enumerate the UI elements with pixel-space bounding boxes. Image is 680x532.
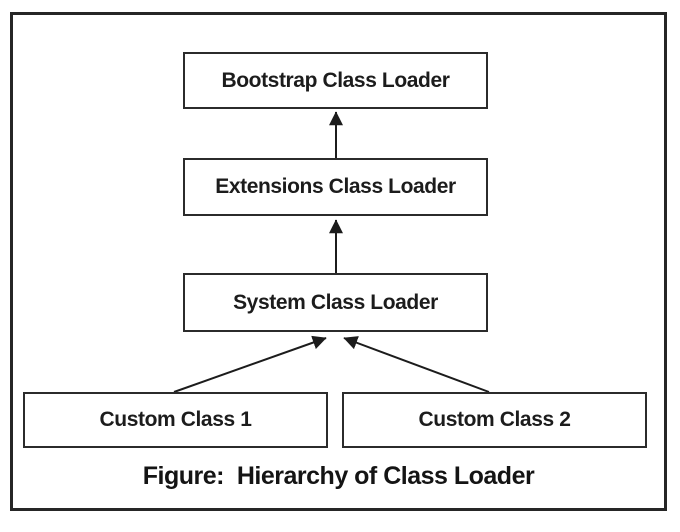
arrow-custom1-to-system — [173, 335, 327, 393]
node-label-custom2: Custom Class 2 — [418, 408, 571, 431]
node-label-system: System Class Loader — [233, 290, 438, 314]
arrow-custom2-to-system — [343, 336, 490, 393]
diagram-outer-border — [10, 12, 667, 511]
node-system-class-loader: System Class Loader — [183, 273, 488, 332]
node-label-bootstrap: Bootstrap Class Loader — [221, 68, 450, 92]
node-custom-class-2: Custom Class 2 — [342, 392, 647, 448]
node-label-custom1: Custom Class 1 — [99, 408, 252, 431]
figure-caption: Figure: Hierarchy of Class Loader — [142, 462, 535, 490]
node-bootstrap-class-loader: Bootstrap Class Loader — [183, 52, 488, 109]
node-extensions-class-loader: Extensions Class Loader — [183, 158, 488, 216]
node-label-extensions: Extensions Class Loader — [215, 175, 456, 198]
node-custom-class-1: Custom Class 1 — [23, 392, 328, 448]
